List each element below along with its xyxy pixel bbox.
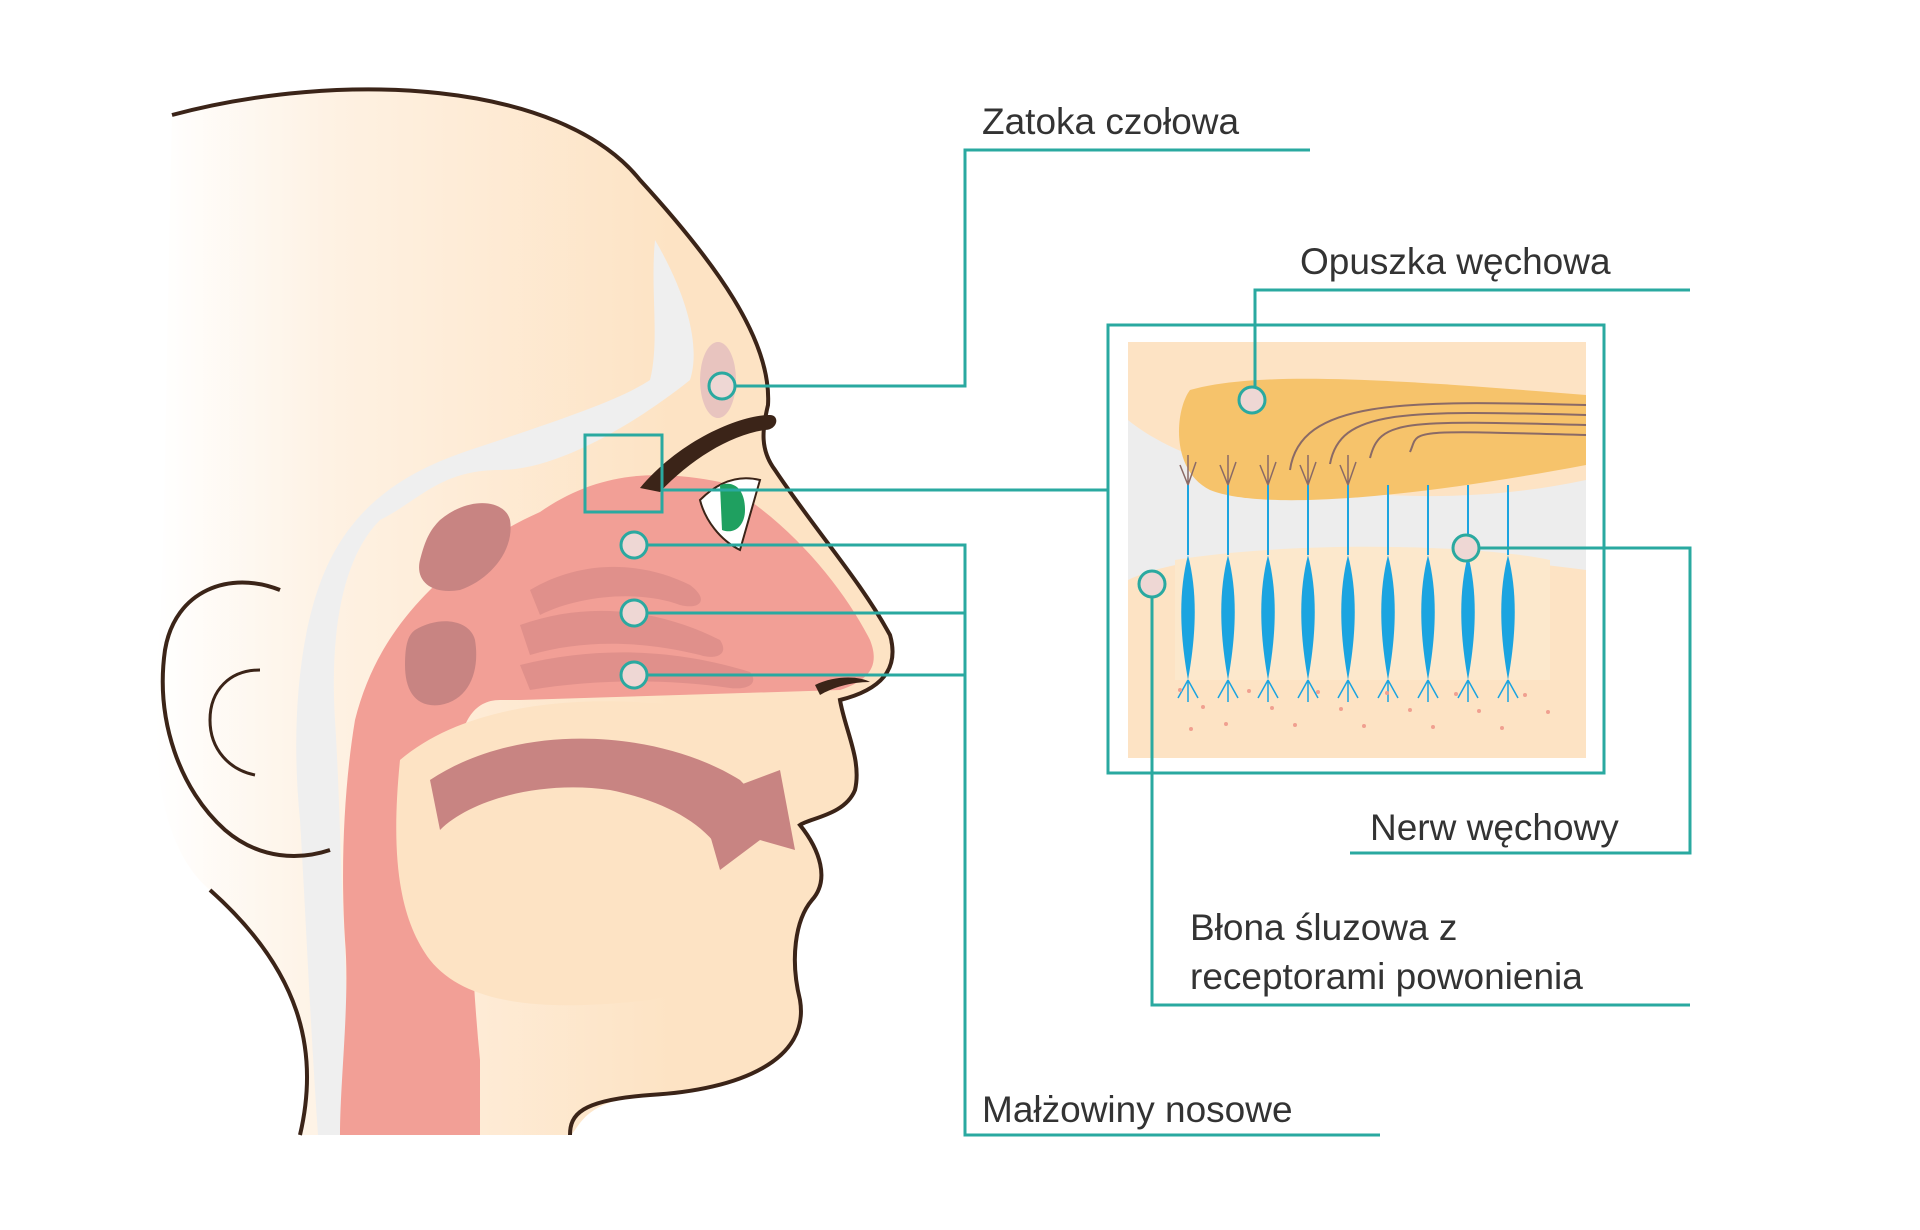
mucosa-dots	[1178, 688, 1550, 731]
receptor-cell	[1417, 485, 1439, 702]
mucosa-dot	[1477, 709, 1481, 713]
eye-iris	[720, 483, 745, 532]
label-frontal-sinus: Zatoka czołowa	[982, 101, 1240, 142]
leader-conchae-top	[648, 543, 1380, 1137]
mucosa-dot	[1362, 724, 1366, 728]
mucosa-dot	[1178, 688, 1182, 692]
label-mucosa-line1: Błona śluzowa z	[1190, 907, 1458, 948]
nerve-fibers	[1289, 402, 1586, 471]
mucosa-dot	[1189, 727, 1193, 731]
zoom-box	[583, 433, 664, 514]
tongue-arrow	[700, 770, 795, 870]
olfactory-bulb	[1178, 378, 1586, 501]
leader-mucosa	[1150, 588, 1690, 1007]
ear-outer	[160, 580, 331, 858]
label-nasal-conchae: Małżowiny nosowe	[982, 1089, 1293, 1130]
ear-inner	[208, 668, 261, 777]
mucosa-dot	[1316, 690, 1320, 694]
ear	[160, 580, 331, 858]
receptor-cell	[1297, 455, 1319, 702]
leader-lines	[583, 148, 1692, 1137]
leader-olfactory-nerve	[1350, 546, 1692, 855]
mucosa-dot	[1523, 693, 1527, 697]
mucosa-dot	[1293, 723, 1297, 727]
marker-concha-middle	[619, 598, 649, 628]
mucosa-dot	[1500, 726, 1504, 730]
marker-olfactory-bulb	[1237, 385, 1267, 415]
label-olfactory-bulb: Opuszka węchowa	[1300, 241, 1611, 282]
nostril	[815, 677, 870, 695]
mucosa-dot	[1546, 710, 1550, 714]
marker-frontal-sinus	[707, 371, 737, 401]
receptor-cell	[1177, 455, 1199, 702]
sphenoid-sinus-lower	[405, 621, 477, 706]
marker-mucosa	[1137, 569, 1167, 599]
receptor-cell	[1217, 455, 1239, 702]
receptor-cell	[1257, 455, 1279, 702]
label-mucosa-line2: receptorami powonienia	[1190, 956, 1583, 997]
skull-bone	[296, 240, 694, 1135]
middle-concha	[520, 610, 724, 657]
upper-concha	[530, 566, 701, 615]
tongue	[430, 738, 764, 850]
markers	[619, 371, 1481, 690]
jaw-line	[208, 888, 310, 1136]
mucosa-dot	[1431, 725, 1435, 729]
mucosa-dot	[1247, 689, 1251, 693]
mucosa-dot	[1201, 705, 1205, 709]
marker-olfactory-nerve	[1451, 533, 1481, 563]
receptor-cell	[1337, 455, 1359, 702]
head-outline	[171, 87, 895, 1136]
nerve-fiber	[1409, 431, 1586, 453]
mucosa-dot	[1454, 692, 1458, 696]
label-olfactory-nerve: Nerw węchowy	[1370, 807, 1619, 848]
mucosa-dot	[1270, 706, 1274, 710]
marker-concha-lower	[619, 660, 649, 690]
receptor-cell	[1497, 485, 1519, 702]
mucosa-dot	[1408, 708, 1412, 712]
eyebrow	[640, 415, 777, 492]
receptor-cell	[1377, 485, 1399, 702]
nerve-fiber	[1369, 421, 1586, 459]
nerve-fiber	[1329, 411, 1586, 465]
leader-olfactory-bulb	[1253, 288, 1690, 390]
panel-contents	[1128, 342, 1586, 758]
mucosa-dot	[1385, 691, 1389, 695]
sphenoid-sinus-upper	[419, 503, 511, 591]
marker-concha-upper	[619, 530, 649, 560]
nerve-fiber	[1289, 402, 1586, 471]
leader-frontal-sinus	[733, 148, 1310, 388]
receptor-cells	[1177, 455, 1519, 702]
mucosa-dot	[1224, 722, 1228, 726]
mucosa-dot	[1339, 707, 1343, 711]
